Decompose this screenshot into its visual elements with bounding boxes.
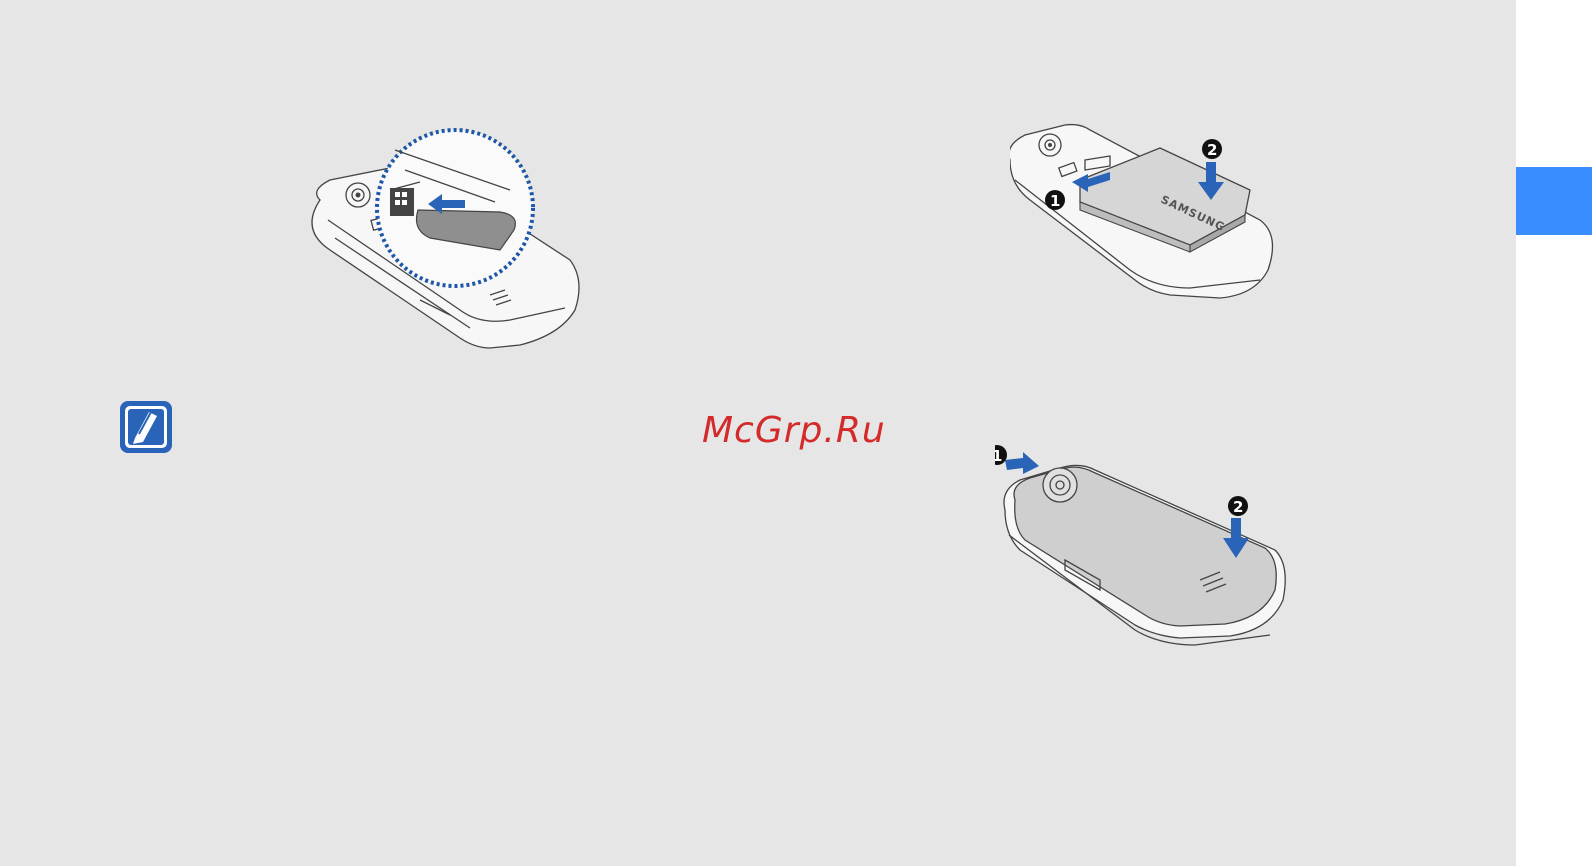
svg-text:2: 2 [1233,498,1243,516]
watermark-text: McGrp.Ru [702,410,886,451]
note-pencil-icon [117,398,175,456]
cover-step-2-badge: 2 [1228,496,1248,516]
cover-step-1-badge: 1 [995,445,1007,465]
sim-card-insertion-illustration [300,120,600,360]
svg-text:2: 2 [1207,141,1217,159]
battery-cover-illustration: 1 2 [995,440,1315,660]
battery-step-1-badge: 1 [1045,190,1065,210]
battery-step-2-badge: 2 [1202,139,1222,159]
manual-page: SAMSUNG 1 2 1 2 [0,0,1516,866]
chapter-tab [1516,167,1592,235]
right-margin [1516,0,1592,866]
battery-insertion-illustration: SAMSUNG 1 2 [1010,120,1310,310]
svg-text:1: 1 [1050,192,1060,210]
svg-text:1: 1 [995,447,1002,465]
